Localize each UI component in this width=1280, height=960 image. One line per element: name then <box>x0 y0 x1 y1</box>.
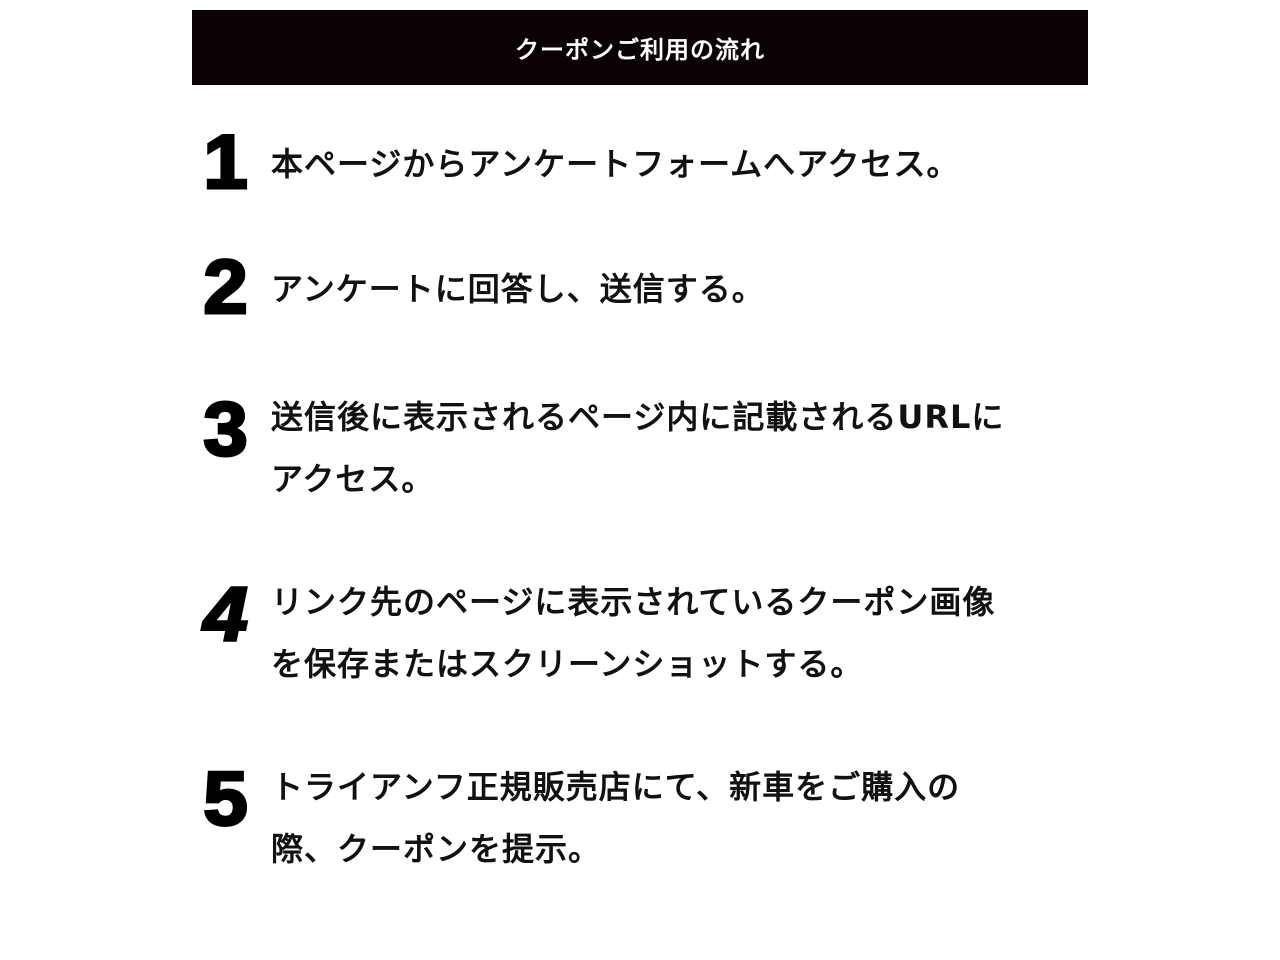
step-3: 3 送信後に表示されるページ内に記載されるURLに アクセス。 <box>202 387 1081 510</box>
step-text: トライアンフ正規販売店にて、新車をご購入の 際、クーポンを提示。 <box>271 756 1081 880</box>
step-1: 1 本ページからアンケートフォームへアクセス。 <box>202 120 1081 205</box>
page-title: クーポンご利用の流れ <box>515 36 765 64</box>
step-line: リンク先のページに表示されているクーポン画像 <box>271 583 996 621</box>
header-bar: クーポンご利用の流れ <box>192 10 1088 85</box>
step-line: トライアンフ正規販売店にて、新車をご購入の <box>271 768 961 806</box>
step-line: 送信後に表示されるページ内に記載されるURLに <box>271 398 1005 436</box>
step-text: 送信後に表示されるページ内に記載されるURLに アクセス。 <box>271 386 1081 510</box>
step-line: を保存またはスクリーンショットする。 <box>271 645 864 683</box>
step-number: 3 <box>202 387 250 472</box>
step-2: 2 アンケートに回答し、送信する。 <box>202 245 1081 330</box>
step-line: アクセス。 <box>271 460 435 498</box>
step-number: 4 <box>202 572 250 657</box>
step-5: 5 トライアンフ正規販売店にて、新車をご購入の 際、クーポンを提示。 <box>202 757 1081 880</box>
step-line: 際、クーポンを提示。 <box>271 830 602 868</box>
step-text: アンケートに回答し、送信する。 <box>271 258 1081 320</box>
step-line: アンケートに回答し、送信する。 <box>271 270 765 308</box>
step-text: 本ページからアンケートフォームへアクセス。 <box>271 133 1081 195</box>
step-number: 5 <box>202 757 250 842</box>
step-4: 4 リンク先のページに表示されているクーポン画像 を保存またはスクリーンショット… <box>202 572 1081 695</box>
step-line: 本ページからアンケートフォームへアクセス。 <box>271 145 960 183</box>
step-number: 2 <box>202 245 250 330</box>
step-number: 1 <box>202 120 250 205</box>
step-text: リンク先のページに表示されているクーポン画像 を保存またはスクリーンショットする… <box>271 571 1081 695</box>
